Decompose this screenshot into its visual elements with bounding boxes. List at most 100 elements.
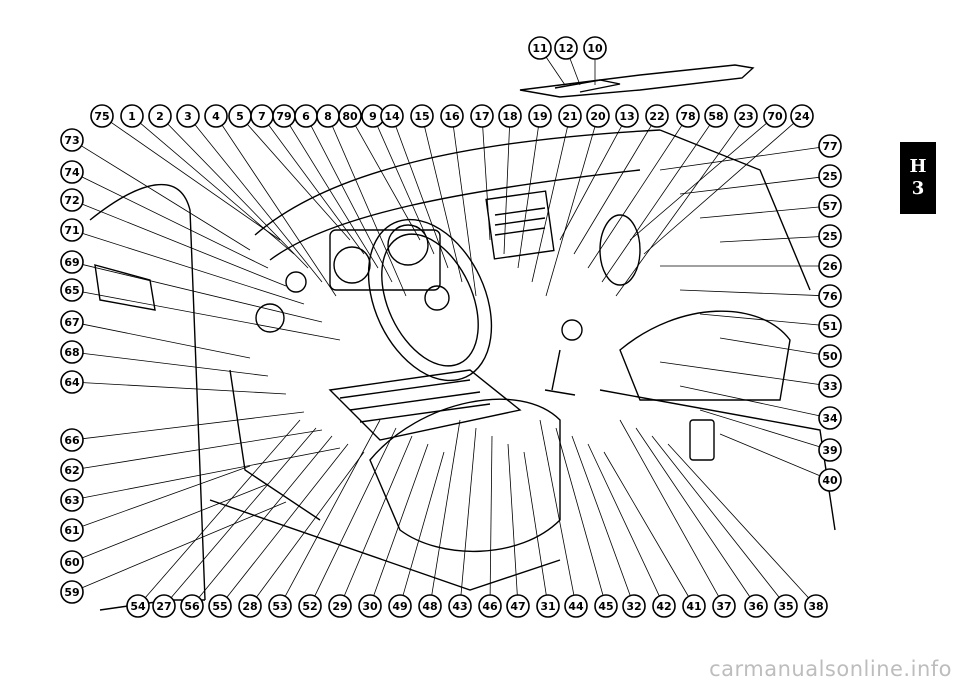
leader-top_row-24 [643,122,794,255]
callout-label: 4 [212,110,220,123]
callout-bottom_row-36: 36 [744,594,768,618]
callout-left_column-60: 60 [60,550,84,574]
callout-label: 13 [619,110,634,123]
callout-bottom_row-41: 41 [682,594,706,618]
callout-right_column-51: 51 [818,314,842,338]
callout-label: 9 [369,110,377,123]
callout-label: 73 [64,134,79,147]
callout-left_column-63: 63 [60,488,84,512]
callout-bottom_row-52: 52 [298,594,322,618]
callout-label: 70 [767,110,783,123]
leader-left_column-73 [81,145,251,251]
callout-label: 59 [64,586,79,599]
callout-top_row-75: 75 [90,104,114,128]
leader-top_row-18 [503,126,510,255]
leader-left_column-71 [82,232,305,305]
callout-label: 31 [540,600,555,613]
leader-left_column-72 [82,203,287,287]
leader-top_row-4 [221,124,337,297]
leader-left_column-74 [81,176,269,269]
callout-left_column-59: 59 [60,580,84,604]
callout-label: 72 [64,194,79,207]
leader-left_column-59 [81,501,287,589]
leader-inset-11 [545,56,566,86]
leader-top_row-22 [573,125,652,255]
leader-top_row-14 [395,126,449,269]
callout-label: 50 [822,350,838,363]
callout-label: 66 [64,434,80,447]
callout-label: 18 [502,110,517,123]
callout-right_column-57: 57 [818,194,842,218]
leader-left_column-62 [82,429,323,469]
callout-right_column-39: 39 [818,438,842,462]
leader-right_column-57 [699,206,820,219]
callout-top_row-22: 22 [645,104,669,128]
callout-label: 3 [184,110,192,123]
callout-label: 22 [649,110,664,123]
leader-bottom_row-47 [507,443,518,596]
leader-top_row-6 [310,125,393,283]
callout-top_row-18: 18 [498,104,522,128]
leader-top_row-9 [377,125,435,255]
leader-bottom_row-54 [144,419,301,598]
callout-label: 33 [822,380,837,393]
leader-top_row-75 [110,121,281,241]
callout-label: 12 [558,42,573,55]
callout-label: 17 [474,110,489,123]
callout-label: 25 [822,230,837,243]
callout-label: 60 [64,556,80,569]
callout-top_row-13: 13 [615,104,639,128]
callout-top_row-21: 21 [558,104,582,128]
callout-label: 40 [822,474,838,487]
callout-right_column-50: 50 [818,344,842,368]
callout-label: 43 [452,600,467,613]
callout-bottom_row-55: 55 [208,594,232,618]
callout-label: 76 [822,290,838,303]
callout-label: 2 [156,110,164,123]
callout-left_column-72: 72 [60,188,84,212]
callout-right_column-40: 40 [818,468,842,492]
callout-label: 38 [808,600,823,613]
callout-bottom_row-42: 42 [652,594,676,618]
callout-top_row-6: 6 [294,104,318,128]
callout-label: 74 [64,166,80,179]
leader-left_column-61 [82,465,251,527]
leader-right_column-25 [719,236,820,243]
callout-bottom_row-44: 44 [564,594,588,618]
leader-bottom_row-36 [635,427,751,598]
callout-bottom_row-56: 56 [180,594,204,618]
callout-bottom_row-27: 27 [152,594,176,618]
callout-label: 46 [482,600,498,613]
callout-label: 7 [258,110,266,123]
leader-top_row-3 [194,124,323,283]
callout-bottom_row-48: 48 [418,594,442,618]
callout-right_column-76: 76 [818,284,842,308]
callout-label: 30 [362,600,378,613]
leader-top_row-16 [453,126,477,297]
callout-label: 65 [64,284,79,297]
leader-left_column-64 [82,382,287,395]
callout-label: 41 [686,600,701,613]
callout-right_column-25: 25 [818,224,842,248]
callout-top_row-2: 2 [148,104,172,128]
leader-bottom_row-43 [460,427,477,596]
callout-top_row-7: 7 [250,104,274,128]
callout-top_row-4: 4 [204,104,228,128]
leader-left_column-68 [82,352,269,377]
section-tab-number: 3 [911,178,925,199]
leader-lines [81,56,821,599]
leader-right_column-50 [719,337,820,355]
callout-label: 6 [302,110,310,123]
callout-label: 8 [324,110,332,123]
leader-left_column-69 [82,264,323,323]
callout-label: 44 [568,600,584,613]
callout-label: 45 [598,600,613,613]
callout-inset-10: 10 [583,36,607,60]
leader-top_row-70 [629,122,767,241]
leader-bottom_row-38 [667,443,809,599]
callout-top_row-80: 80 [338,104,362,128]
callout-label: 15 [414,110,429,123]
leader-top_row-78 [587,124,683,269]
leader-top_row-80 [355,125,421,241]
callout-label: 29 [332,600,347,613]
